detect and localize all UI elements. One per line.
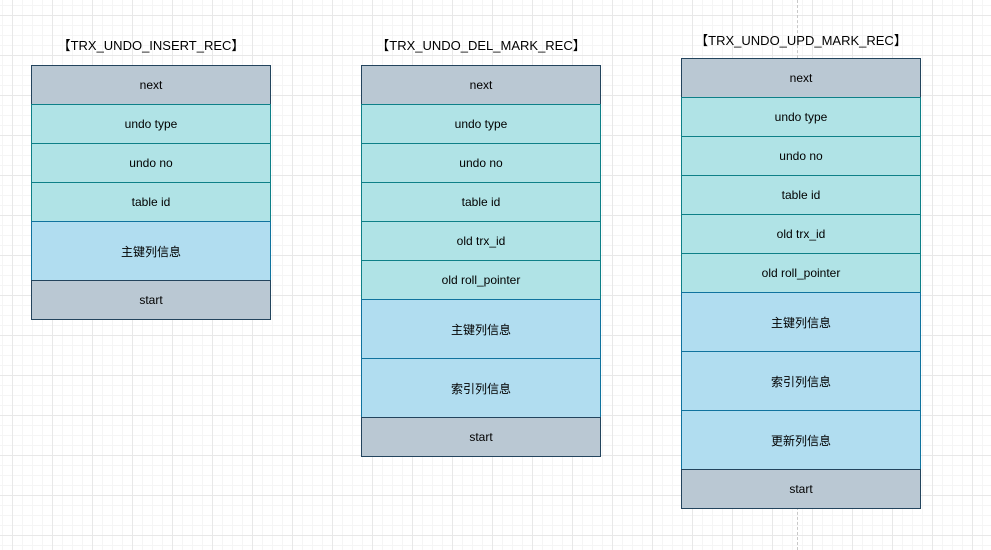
table-row: next [681,58,921,98]
table-row: 主键列信息 [31,221,271,281]
table-title: 【TRX_UNDO_INSERT_REC】 [57,38,245,53]
table-row: old trx_id [361,221,601,261]
table-row: 索引列信息 [361,358,601,418]
table-row: undo no [361,143,601,183]
table-row: undo type [361,104,601,144]
table-row: table id [681,175,921,215]
table-row: start [681,469,921,509]
table-row: next [31,65,271,105]
table-row: undo no [681,136,921,176]
table-row: old trx_id [681,214,921,254]
table-row: start [31,280,271,320]
table-row: table id [361,182,601,222]
table-row: undo type [31,104,271,144]
table-row: undo type [681,97,921,137]
table-row: 更新列信息 [681,410,921,470]
table-row: old roll_pointer [361,260,601,300]
table-title: 【TRX_UNDO_DEL_MARK_REC】 [376,38,586,53]
table-row: 索引列信息 [681,351,921,411]
table-row: table id [31,182,271,222]
table-title: 【TRX_UNDO_UPD_MARK_REC】 [695,33,907,48]
table-row: 主键列信息 [361,299,601,359]
table-row: start [361,417,601,457]
table-row: 主键列信息 [681,292,921,352]
table-row: old roll_pointer [681,253,921,293]
table-row: next [361,65,601,105]
table-row: undo no [31,143,271,183]
